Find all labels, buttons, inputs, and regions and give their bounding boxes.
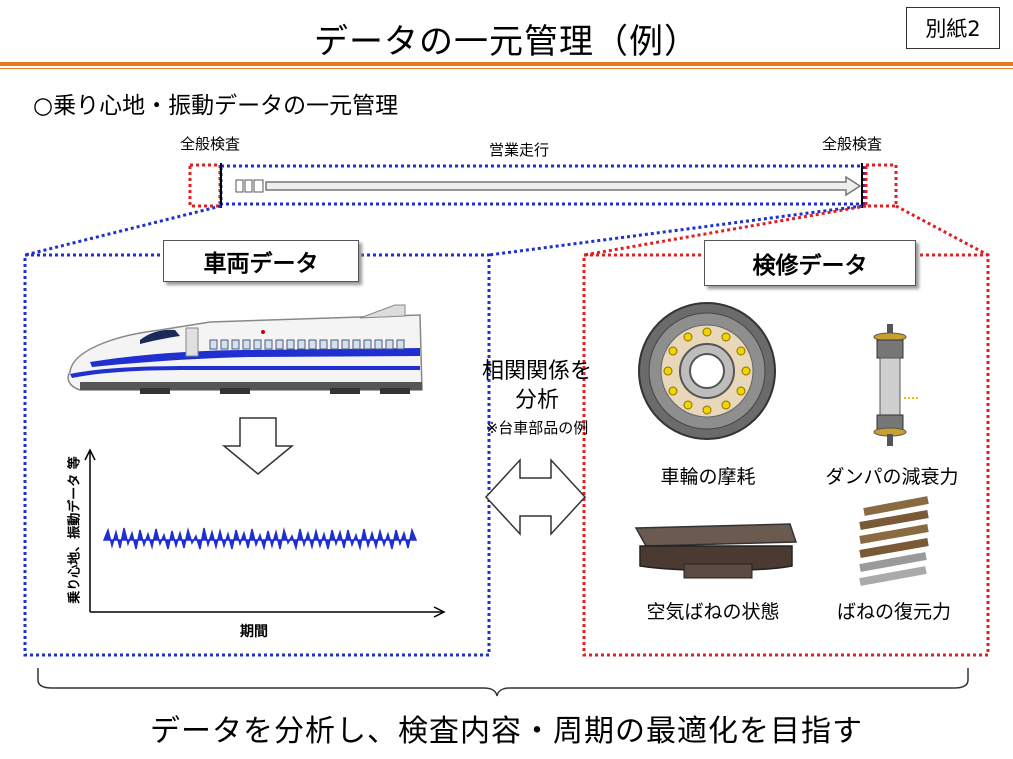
vehicle-connector-left xyxy=(24,204,222,257)
timeline-end-label: 全般検査 xyxy=(822,135,883,153)
correlation-line2: 分析 xyxy=(514,388,559,413)
chart-x-label: 期間 xyxy=(240,624,268,640)
damper-icon xyxy=(873,324,918,446)
vibration-waveform xyxy=(102,527,418,551)
timeline-end-marker xyxy=(864,163,898,208)
section-subtitle: ○乗り心地・振動データの一元管理 xyxy=(33,93,399,119)
timeline-start-marker xyxy=(188,163,222,208)
double-arrow-icon xyxy=(484,458,587,536)
shinkansen-train-icon xyxy=(67,304,423,394)
inspection-connector-right xyxy=(895,204,989,257)
part-label-coil-spring: ばねの復元力 xyxy=(836,601,951,623)
wheel-icon xyxy=(638,302,776,440)
summary-brace xyxy=(37,668,969,697)
chart-y-label-wrap: 乗り心地、振動データ 等 xyxy=(28,440,118,620)
air-spring-icon xyxy=(634,523,798,579)
down-arrow-icon xyxy=(221,417,295,475)
mini-train-icon xyxy=(235,179,264,193)
part-label-damper: ダンパの減衰力 xyxy=(825,466,959,488)
correlation-line1: 相関関係を xyxy=(481,359,592,384)
attachment-tag: 別紙2 xyxy=(906,7,1000,49)
part-label-wheel: 車輪の摩耗 xyxy=(660,466,756,488)
timeline-start-label: 全般検査 xyxy=(180,135,241,153)
timeline-arrow xyxy=(265,175,862,197)
chart-y-label: 乗り心地、振動データ 等 xyxy=(67,456,83,604)
conclusion-text: データを分析し、検査内容・周期の最適化を目指す xyxy=(150,714,863,749)
header-rule-thin xyxy=(0,68,1013,69)
vehicle-connector-right xyxy=(488,204,863,257)
vehicle-data-header: 車両データ xyxy=(163,240,359,282)
timeline-center-label: 営業走行 xyxy=(489,141,550,159)
bogie-note: ※台車部品の例 xyxy=(485,419,589,437)
correlation-text: 相関関係を 分析 xyxy=(470,357,604,415)
header-rule xyxy=(0,62,1013,66)
page-title: データの一元管理（例） xyxy=(314,22,699,62)
part-label-air-spring: 空気ばねの状態 xyxy=(646,601,780,623)
inspection-data-header: 検修データ xyxy=(704,240,916,286)
inspection-data-box xyxy=(582,253,990,657)
coil-spring-icon xyxy=(859,496,929,586)
